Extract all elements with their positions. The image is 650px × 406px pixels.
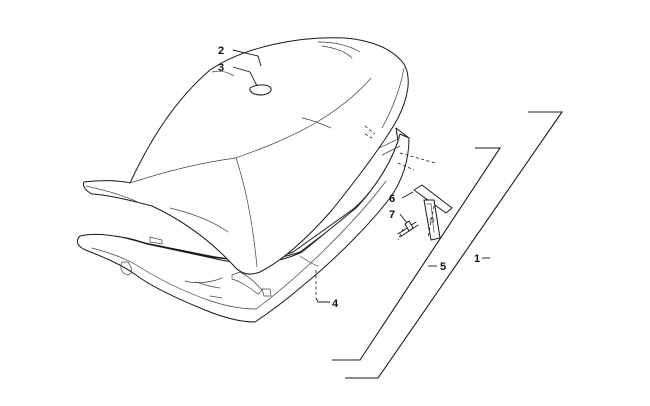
- callout-1: 1: [474, 253, 480, 265]
- leader-line-3: [232, 66, 258, 87]
- assembly-bracket-1: [345, 111, 564, 379]
- callout-3: 3: [218, 62, 224, 74]
- leader-line-4: [315, 297, 330, 303]
- seat-emblem: [249, 84, 272, 96]
- latch-pin: [397, 220, 419, 238]
- seat-latch-bracket: [413, 184, 453, 241]
- leader-line-2: [232, 49, 262, 67]
- bracket-dash-guide-lower: [397, 205, 435, 241]
- seat-cushion: [83, 37, 409, 275]
- leader-line-7: [399, 213, 408, 224]
- callout-5: 5: [440, 261, 446, 273]
- callout-4: 4: [332, 298, 339, 310]
- callout-7: 7: [389, 209, 395, 221]
- seat-dash-guide: [364, 125, 376, 139]
- callout-6: 6: [389, 193, 395, 205]
- bracket-dash-guide-upper: [397, 152, 436, 171]
- assembly-bracket-5: [332, 147, 502, 361]
- leader-line-6: [401, 191, 414, 199]
- callout-2: 2: [218, 45, 224, 57]
